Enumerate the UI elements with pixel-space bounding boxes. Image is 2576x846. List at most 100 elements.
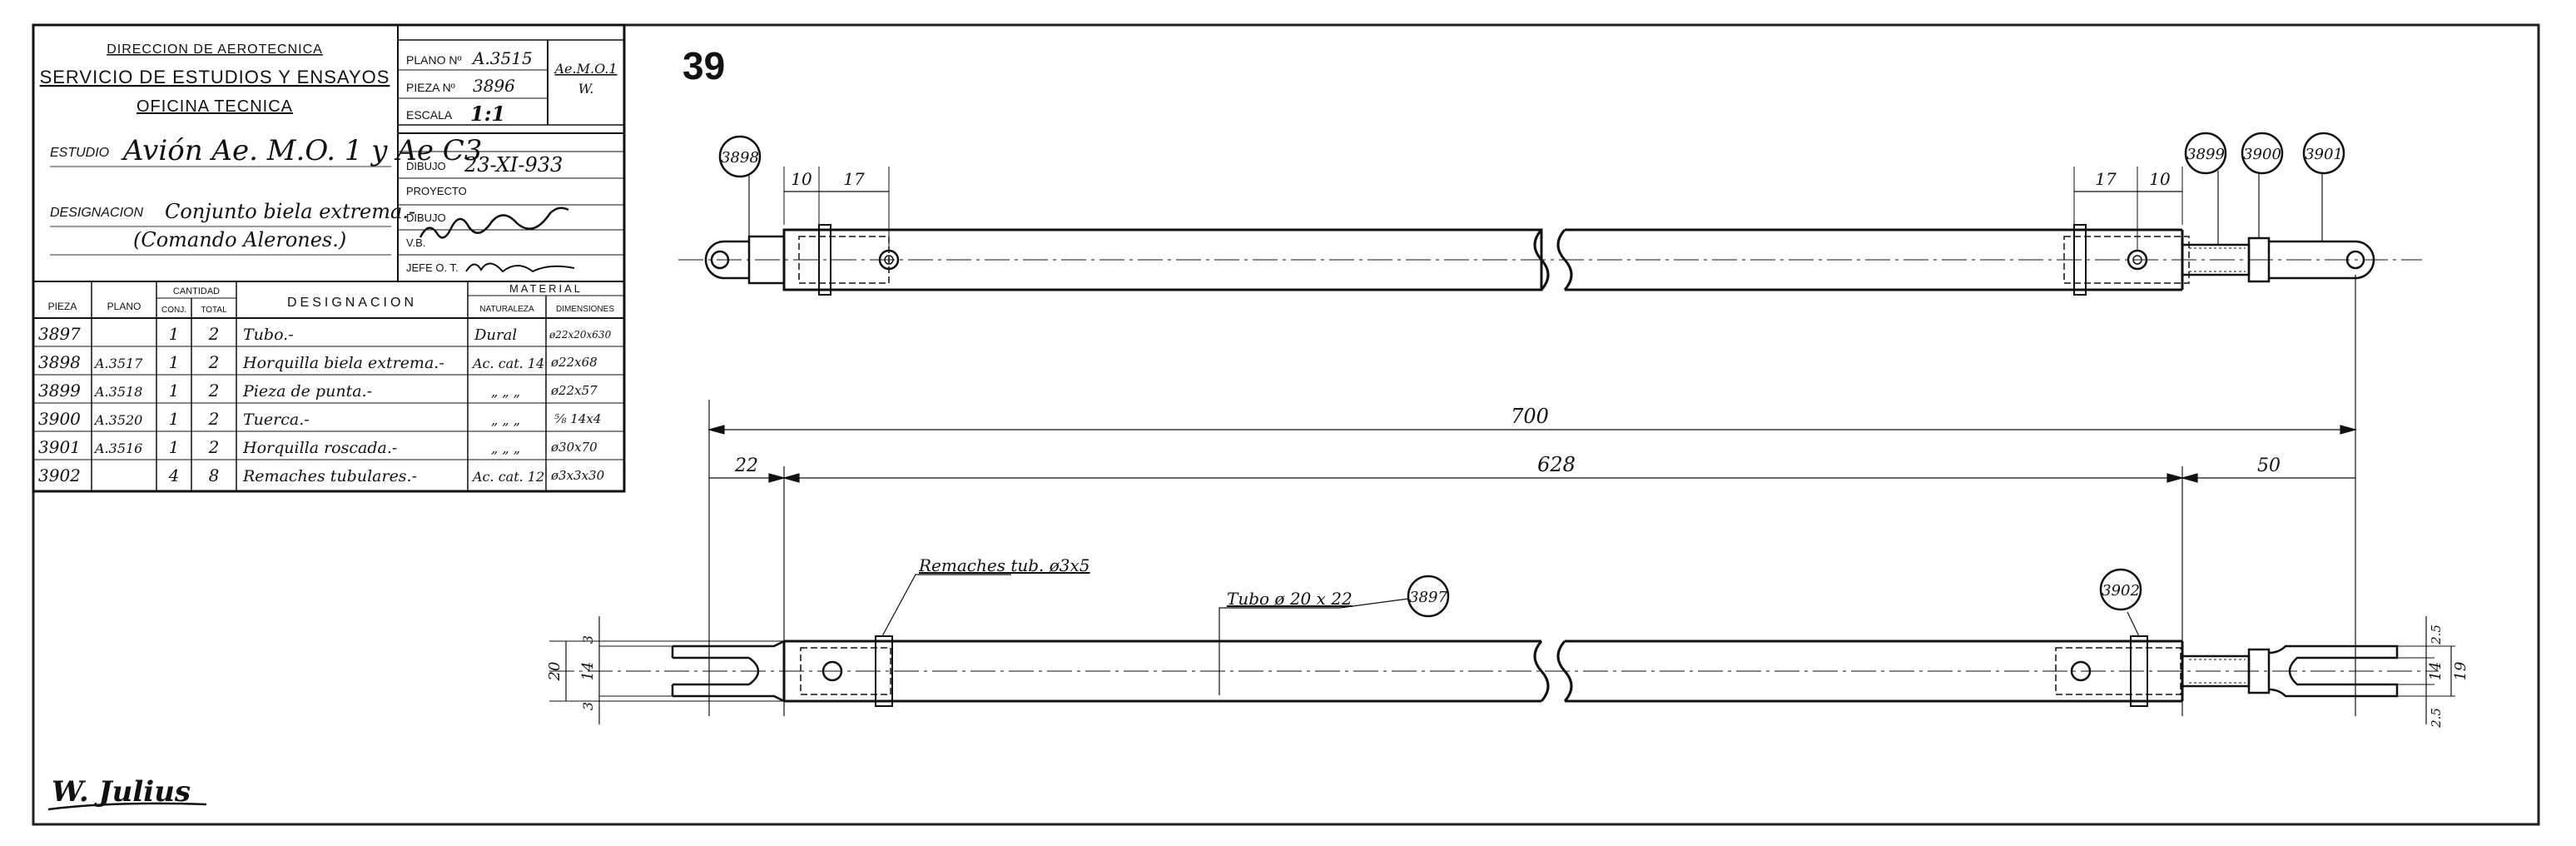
tb-model-ref-1: Ae.M.O.1 — [553, 61, 617, 77]
th-cantidad: CANTIDAD — [173, 286, 220, 296]
row-conj: 1 — [169, 381, 180, 401]
balloon-label: 3897 — [1409, 589, 1447, 606]
row-dimensiones: ⅝ 14x4 — [554, 411, 601, 426]
row-total: 2 — [208, 437, 220, 457]
table-row: 3900 A.3520 1 2 Tuerca.- „ „ „ ⅝ 14x4 — [38, 409, 601, 429]
th-plano: PLANO — [107, 301, 141, 312]
row-total: 2 — [208, 409, 220, 429]
row-conj: 1 — [169, 324, 180, 344]
dim-left-20: 20 — [546, 662, 563, 682]
tb-jefe-label: JEFE O. T. — [406, 261, 459, 274]
table-row: 3899 A.3518 1 2 Pieza de punta.- „ „ „ ø… — [38, 381, 598, 401]
tb-estudio-label: ESTUDIO — [50, 146, 109, 160]
top-view — [678, 167, 2422, 296]
dim-overall-700: 700 — [1511, 405, 1549, 428]
dim-left-22: 22 — [734, 455, 758, 476]
th-conj: CONJ. — [161, 306, 186, 315]
tb-estudio-value: Avión Ae. M.O. 1 y Ae C3 — [121, 134, 482, 167]
parts-table: PIEZA PLANO CANTIDAD CONJ. TOTAL DESIGNA… — [33, 281, 624, 491]
dim-top-17-left: 17 — [843, 169, 865, 189]
row-designacion: Tuerca.- — [243, 411, 310, 429]
table-row: 3897 1 2 Tubo.- Dural ø22x20x630 — [38, 324, 612, 344]
dim-top-10-right: 10 — [2149, 169, 2171, 189]
tb-designacion-value-2: (Comando Alerones.) — [133, 228, 346, 251]
row-designacion: Horquilla biela extrema.- — [242, 354, 444, 372]
signature-underline — [47, 802, 207, 811]
row-naturaleza: „ „ „ — [491, 384, 520, 400]
dim-left-14: 14 — [579, 662, 597, 681]
tb-office: OFICINA TECNICA — [136, 97, 293, 116]
dim-right-14: 14 — [2427, 662, 2444, 681]
th-material: MATERIAL — [509, 282, 583, 295]
table-row: 3898 A.3517 1 2 Horquilla biela extrema.… — [38, 352, 598, 372]
row-naturaleza: Ac. cat. 12 — [471, 469, 544, 485]
row-pieza: 3898 — [38, 352, 81, 372]
row-designacion: Pieza de punta.- — [242, 382, 372, 401]
balloon-3897: 3897 — [1407, 575, 1450, 618]
tb-pieza-label: PIEZA Nº — [406, 81, 455, 94]
row-plano: A.3516 — [93, 440, 142, 456]
row-designacion: Remaches tubulares.- — [242, 467, 417, 485]
th-naturaleza: NATURALEZA — [479, 305, 534, 314]
note-rivets: Remaches tub. ø3x5 — [918, 555, 1090, 575]
sheet-number: 39 — [682, 44, 725, 87]
balloon-label: 3901 — [2305, 146, 2343, 163]
row-total: 2 — [208, 381, 220, 401]
row-pieza: 3901 — [38, 437, 81, 457]
tb-escala-value: 1:1 — [470, 102, 505, 126]
row-dimensiones: ø3x3x30 — [550, 468, 605, 483]
row-conj: 1 — [169, 352, 180, 372]
tb-vb-label: V.B. — [406, 236, 425, 249]
table-row: 3901 A.3516 1 2 Horquilla roscada.- „ „ … — [38, 437, 598, 457]
dim-right-50: 50 — [2257, 455, 2281, 476]
row-dimensiones: ø22x20x630 — [548, 329, 612, 341]
th-pieza: PIEZA — [48, 301, 77, 312]
overall-dimensions — [707, 275, 2358, 716]
row-total: 8 — [209, 465, 220, 485]
dim-mid-628: 628 — [1537, 453, 1576, 476]
row-naturaleza: Dural — [474, 326, 517, 344]
tb-signature-2 — [465, 262, 575, 273]
row-total: 2 — [208, 324, 220, 344]
tb-plano-label: PLANO Nº — [406, 53, 462, 67]
row-pieza: 3900 — [38, 409, 81, 429]
dim-right-19: 19 — [2452, 662, 2469, 681]
row-designacion: Tubo.- — [243, 326, 294, 344]
balloon-3900: 3900 — [2241, 132, 2284, 175]
row-designacion: Horquilla roscada.- — [242, 439, 397, 457]
tb-designacion-value-1: Conjunto biela extrema.- — [165, 200, 415, 223]
tb-dibujo-label: DIBUJO — [406, 160, 446, 172]
dim-top-17-right: 17 — [2095, 169, 2117, 189]
left-eye-end-top — [704, 240, 749, 280]
tb-model-ref-2: W. — [578, 81, 594, 97]
dim-left-3-bottom: 3 — [580, 702, 596, 710]
tb-date-value: 23-XI-933 — [464, 153, 563, 177]
balloon-3898: 3898 — [718, 135, 762, 178]
tb-designacion-label: DESIGNACION — [50, 206, 143, 220]
row-naturaleza: „ „ „ — [491, 412, 520, 428]
balloon-label: 3898 — [721, 149, 759, 167]
tb-service: SERVICIO DE ESTUDIOS Y ENSAYOS — [40, 67, 390, 87]
balloon-label: 3900 — [2243, 146, 2281, 163]
tb-escala-label: ESCALA — [406, 108, 453, 122]
row-dimensiones: ø22x57 — [550, 383, 598, 398]
row-pieza: 3899 — [38, 381, 81, 401]
row-total: 2 — [208, 352, 220, 372]
tb-pieza-value: 3896 — [473, 76, 515, 96]
tb-plano-value: A.3515 — [471, 48, 533, 68]
th-designacion: DESIGNACION — [287, 296, 417, 310]
row-naturaleza: Ac. cat. 14 — [471, 356, 544, 371]
row-pieza: 3897 — [38, 324, 81, 344]
balloon-label: 3899 — [2186, 146, 2225, 163]
th-dimensiones: DIMENSIONES — [556, 305, 614, 314]
row-dimensiones: ø30x70 — [550, 440, 598, 455]
dim-top-10-left: 10 — [791, 169, 812, 189]
balloon-label: 3902 — [2102, 582, 2140, 600]
balloon-3901: 3901 — [2302, 132, 2345, 175]
row-naturaleza: „ „ „ — [491, 440, 520, 456]
note-tube: Tubo ø 20 x 22 — [1227, 589, 1353, 609]
balloon-3899: 3899 — [2184, 132, 2227, 175]
dim-right-2-5-top: 2.5 — [2429, 625, 2444, 645]
row-conj: 1 — [169, 437, 180, 457]
